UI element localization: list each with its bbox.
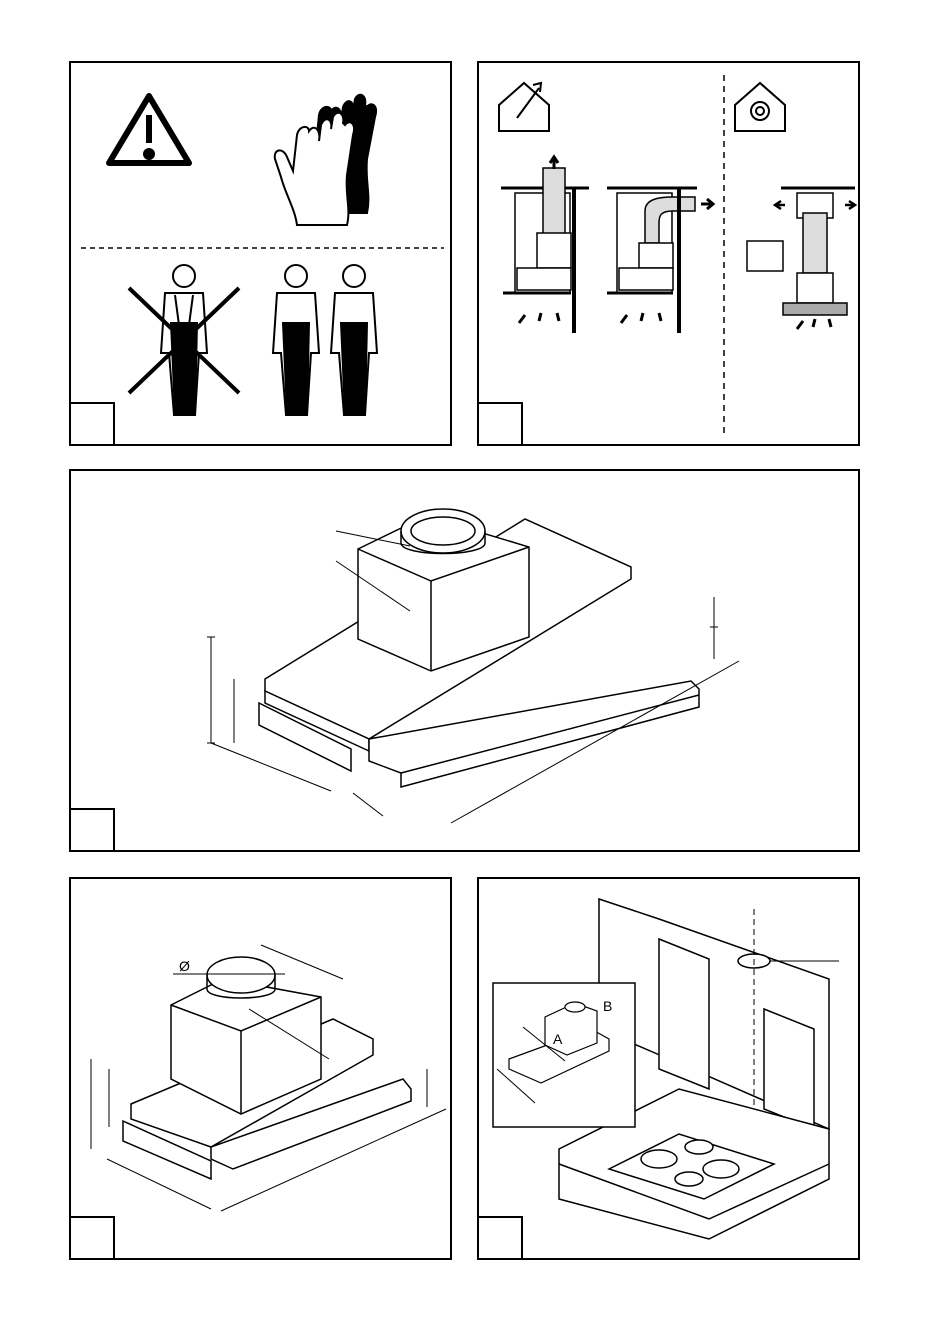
figure-number-box — [477, 402, 523, 446]
installation-dimensions-drawing: Ø — [71, 879, 454, 1262]
figure-number-box — [477, 1216, 523, 1260]
panel-safety — [69, 61, 452, 446]
panel-kitchen-installation: A B — [477, 877, 860, 1260]
figure-number-box — [69, 1216, 115, 1260]
two-persons-icon — [273, 265, 377, 415]
label-a: A — [553, 1031, 563, 1047]
house-exhaust-icon — [499, 83, 549, 131]
safety-illustration — [71, 63, 454, 448]
figure-number-box — [69, 402, 115, 446]
panel-installation-modes — [477, 61, 860, 446]
hood-dimensions-drawing — [71, 471, 862, 854]
panel-installation-dimensions: Ø — [69, 877, 452, 1260]
exhaust-vertical-scene — [501, 157, 589, 333]
installation-modes-illustration — [479, 63, 862, 448]
recirculation-scene — [747, 188, 855, 329]
gloves-icon — [275, 95, 376, 225]
house-recirculation-icon — [735, 83, 785, 131]
label-b: B — [603, 998, 612, 1014]
warning-triangle-icon — [109, 96, 189, 163]
panel-dimensions — [69, 469, 860, 852]
exhaust-horizontal-scene — [607, 188, 713, 333]
figure-number-box — [69, 808, 115, 852]
diameter-label: Ø — [179, 958, 190, 974]
kitchen-installation-drawing: A B — [479, 879, 862, 1262]
